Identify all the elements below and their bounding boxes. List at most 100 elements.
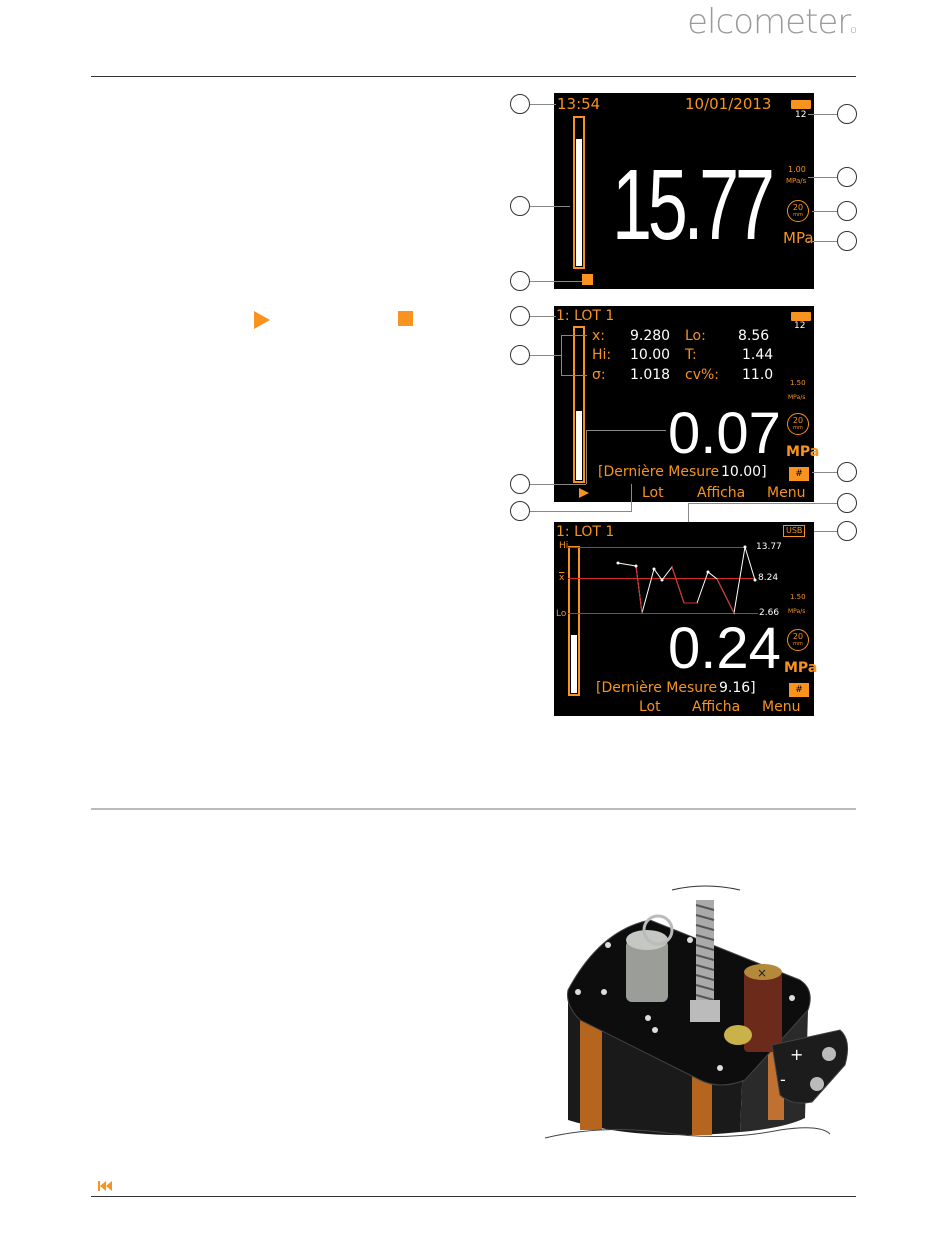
lo-value: 8.56 <box>738 328 770 344</box>
callout-line <box>530 316 556 317</box>
rate-unit: MPa/s <box>788 394 806 401</box>
main-reading: 0.24 <box>668 616 781 681</box>
callout-line <box>808 177 837 178</box>
gauge-screen-reading: 13:54 10/01/2013 12 15.77 1.00 MPa/s 20 … <box>554 93 814 289</box>
callout-line <box>812 472 837 473</box>
callout-line <box>688 503 837 504</box>
rate-unit: MPa/s <box>786 177 807 185</box>
callout-marker <box>510 474 530 494</box>
graph-hi-label: Hi <box>559 541 569 551</box>
unit-label: MPa <box>786 444 820 460</box>
svg-text:×: × <box>757 966 767 980</box>
main-reading: 15.77 <box>612 149 775 261</box>
callout-line <box>561 375 587 376</box>
callout-line <box>561 335 587 336</box>
callout-line <box>586 430 666 431</box>
reading-counter: 12 <box>794 321 806 331</box>
stop-icon <box>582 274 593 285</box>
callout-marker <box>510 306 530 326</box>
callout-marker <box>837 201 857 221</box>
callout-marker <box>510 345 530 365</box>
pressure-bar <box>573 116 585 269</box>
callout-line <box>812 211 837 212</box>
dolly-size-icon: 20 mm <box>787 200 809 222</box>
range-value: 1.44 <box>742 347 774 363</box>
softkey-display[interactable]: Afficha <box>692 699 741 715</box>
last-reading-label: [Dernière Mesure <box>598 464 720 480</box>
graph-mean-label: x <box>559 573 565 583</box>
stop-icon <box>398 311 413 326</box>
hi-limit-line <box>568 547 744 548</box>
main-reading: 0.07 <box>668 401 781 466</box>
softkey-lot[interactable]: Lot <box>642 485 664 501</box>
callout-marker <box>837 231 857 251</box>
pressure-bar-fill <box>576 139 582 266</box>
callout-line <box>808 114 837 115</box>
back-nav-icon[interactable] <box>97 1179 113 1193</box>
usb-icon: USB <box>783 525 806 537</box>
callout-marker <box>837 167 857 187</box>
pressure-bar-fill <box>571 634 577 693</box>
batch-label: 1: LOT 1 <box>556 524 615 540</box>
pressure-bar-fill <box>576 411 582 480</box>
softkey-menu[interactable]: Menu <box>762 699 801 715</box>
callout-line <box>530 104 556 105</box>
play-icon <box>579 488 589 498</box>
top-rule <box>91 76 856 77</box>
mean-label: x: <box>592 328 606 344</box>
clock-time: 13:54 <box>557 95 601 113</box>
callout-line <box>812 531 837 532</box>
play-icon <box>254 311 270 329</box>
callout-line <box>586 430 587 484</box>
rate-value: 1.00 <box>788 165 806 174</box>
last-reading-value: 9.16] <box>719 680 756 696</box>
callout-marker <box>837 521 857 541</box>
sigma-value: 1.018 <box>630 367 671 383</box>
last-reading-label: [Dernière Mesure <box>596 680 718 696</box>
unit-label: MPa <box>784 660 818 676</box>
graph-lo-label: Lo <box>556 609 567 619</box>
callout-marker <box>837 104 857 124</box>
callout-bracket <box>561 335 562 375</box>
callout-line <box>530 511 632 512</box>
hi-label: Hi: <box>592 347 612 363</box>
lo-limit-line <box>568 613 758 614</box>
dolly-size-icon: 20 mm <box>787 413 809 435</box>
graph-mean-value: 8.24 <box>758 573 779 583</box>
softkey-lot[interactable]: Lot <box>639 699 661 715</box>
bottom-rule <box>91 1196 856 1197</box>
lo-label: Lo: <box>685 328 706 344</box>
cv-label: cv%: <box>685 367 720 383</box>
readings-graph <box>616 545 757 615</box>
gauge-screen-statistics: 1: LOT 1 12 x: 9.280 Lo: 8.56 Hi: 10.00 … <box>554 306 819 502</box>
svg-text:-: - <box>780 1070 786 1089</box>
rate-value: 1.50 <box>790 379 806 387</box>
reading-counter: 12 <box>795 110 807 120</box>
pressure-bar <box>573 326 585 483</box>
gauge-screen-graph: 1: LOT 1 USB Hi x Lo 13.77 8.24 2.66 1.5… <box>554 522 818 716</box>
callout-marker <box>510 501 530 521</box>
section-rule <box>91 808 856 810</box>
battery-compartment-illustration: × + - <box>544 885 849 1139</box>
battery-icon <box>791 312 811 321</box>
hi-value: 10.00 <box>630 347 671 363</box>
callout-line <box>530 484 586 485</box>
callout-line <box>530 206 570 207</box>
softkey-display[interactable]: Afficha <box>697 485 746 501</box>
dolly-size-icon: 20 mm <box>787 629 809 651</box>
rate-value: 1.50 <box>790 593 806 601</box>
memory-icon: # <box>789 683 809 697</box>
batch-label: 1: LOT 1 <box>556 308 615 324</box>
softkey-menu[interactable]: Menu <box>767 485 806 501</box>
date: 10/01/2013 <box>685 95 772 113</box>
graph-lo-value: 2.66 <box>759 608 780 618</box>
callout-line <box>808 241 837 242</box>
graph-hi-value: 13.77 <box>756 542 782 552</box>
callout-marker <box>837 462 857 482</box>
last-reading-value: 10.00] <box>721 464 767 480</box>
range-label: T: <box>685 347 697 363</box>
callout-marker <box>510 271 530 291</box>
callout-marker <box>837 493 857 513</box>
callout-line <box>688 503 689 537</box>
cv-value: 11.0 <box>742 367 774 383</box>
